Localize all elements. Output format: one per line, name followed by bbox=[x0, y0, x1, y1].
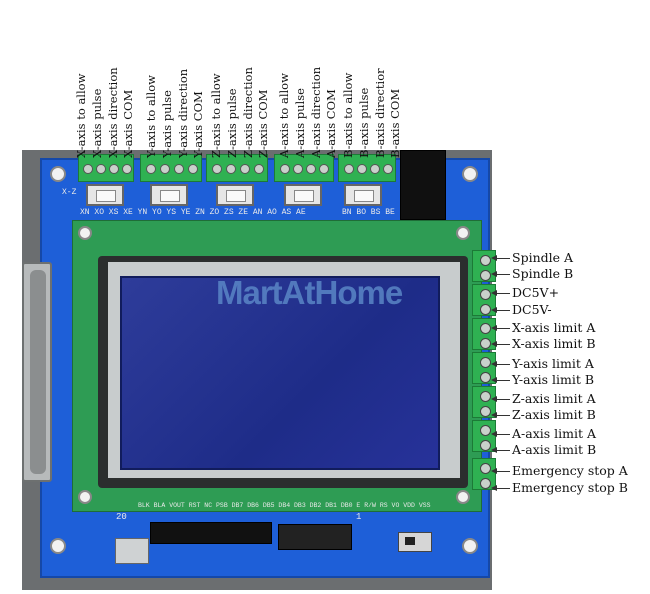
label-b-pulse: B-axis pulse bbox=[357, 87, 371, 158]
arrow-indicator bbox=[491, 396, 510, 402]
label-y-direction: Y-axis direction bbox=[176, 68, 190, 158]
axis-code-silkscreen: XN XO XS XE YN YO YS YE ZN ZO ZS ZE AN A… bbox=[80, 208, 306, 217]
dsub-pins bbox=[30, 270, 46, 474]
label-b-direction: B-axis directior bbox=[373, 68, 387, 158]
label-estop-b: Emergency stop B bbox=[512, 480, 628, 495]
label-x-com: X-axis COM bbox=[121, 89, 135, 158]
dip-switch-a bbox=[284, 184, 322, 206]
label-a-limit-a: A-axis limit A bbox=[512, 426, 597, 441]
label-x-pulse: X-axis pulse bbox=[90, 88, 104, 158]
label-x-enable: X-axis to allow bbox=[74, 73, 88, 158]
label-b-com: B-axis COM bbox=[388, 88, 402, 158]
label-z-limit-a: Z-axis limit A bbox=[512, 391, 596, 406]
label-y-limit-b: Y-axis limit B bbox=[512, 372, 595, 387]
arrow-indicator bbox=[491, 431, 510, 437]
label-y-pulse: Y-axis pulse bbox=[160, 90, 174, 158]
arrow-indicator bbox=[491, 341, 510, 347]
relay bbox=[400, 150, 446, 220]
label-a-enable: A-axis to allow bbox=[277, 73, 291, 158]
label-spindle-a: Spindle A bbox=[512, 250, 574, 265]
terminal-estop bbox=[472, 458, 496, 490]
mounting-hole bbox=[78, 490, 92, 504]
label-a-limit-b: A-axis limit B bbox=[512, 442, 597, 457]
label-a-pulse: A-axis pulse bbox=[293, 88, 307, 158]
dip-switch-y bbox=[150, 184, 188, 206]
terminal-x-limit bbox=[472, 318, 496, 350]
arrow-indicator bbox=[491, 468, 510, 474]
relay-marking bbox=[408, 156, 438, 210]
usb-port bbox=[115, 538, 149, 564]
label-estop-a: Emergency stop A bbox=[512, 463, 628, 478]
label-y-limit-a: Y-axis limit A bbox=[512, 356, 594, 371]
pin-20-label: 20 bbox=[116, 512, 127, 522]
label-x-direction: X-axis direction bbox=[106, 67, 120, 158]
label-z-enable: Z-axis to allow bbox=[209, 73, 223, 158]
lcd-ribbon-connector bbox=[150, 522, 272, 544]
label-z-limit-b: Z-axis limit B bbox=[512, 407, 596, 422]
label-dc5v-plus: DC5V+ bbox=[512, 285, 560, 300]
mounting-hole bbox=[462, 538, 478, 554]
arrow-indicator bbox=[491, 377, 510, 383]
label-y-com: Y-axis COM bbox=[191, 91, 205, 158]
terminal-block-x bbox=[78, 154, 134, 182]
x-marker-silkscreen: X-Z bbox=[62, 188, 77, 197]
label-dc5v-minus: DC5V- bbox=[512, 302, 552, 317]
arrow-indicator bbox=[491, 361, 510, 367]
label-z-direction: Z-axis direction bbox=[241, 67, 255, 158]
terminal-block-a bbox=[274, 154, 334, 182]
label-x-limit-a: X-axis limit A bbox=[512, 320, 596, 335]
label-a-direction: A-axis direction bbox=[309, 66, 323, 158]
mounting-hole bbox=[462, 166, 478, 182]
pin-1-label: 1 bbox=[356, 512, 362, 522]
mounting-hole bbox=[456, 490, 470, 504]
mounting-hole bbox=[456, 226, 470, 240]
label-a-com: A-axis COM bbox=[324, 89, 338, 158]
lcd-pin-silkscreen: BLK BLA VOUT RST NC PSB DB7 DB6 DB5 DB4 … bbox=[138, 502, 431, 509]
dip-switch-x bbox=[86, 184, 124, 206]
mounting-hole bbox=[50, 166, 66, 182]
arrow-indicator bbox=[491, 290, 510, 296]
arrow-indicator bbox=[491, 307, 510, 313]
b-code-silkscreen: BN BO BS BE bbox=[342, 208, 395, 217]
slide-switch bbox=[398, 532, 432, 552]
arrow-indicator bbox=[491, 412, 510, 418]
pin-header bbox=[278, 524, 352, 550]
arrow-indicator bbox=[491, 485, 510, 491]
terminal-block-b bbox=[338, 154, 396, 182]
mounting-hole bbox=[78, 226, 92, 240]
arrow-indicator bbox=[491, 271, 510, 277]
dip-switch-b bbox=[344, 184, 382, 206]
label-z-com: Z-axis COM bbox=[256, 89, 270, 158]
label-b-enable: B-axis to allow bbox=[341, 72, 355, 158]
arrow-indicator bbox=[491, 325, 510, 331]
terminal-block-y bbox=[140, 154, 202, 182]
label-x-limit-b: X-axis limit B bbox=[512, 336, 596, 351]
mounting-hole bbox=[50, 538, 66, 554]
arrow-indicator bbox=[491, 447, 510, 453]
label-spindle-b: Spindle B bbox=[512, 266, 574, 281]
arrow-indicator bbox=[491, 255, 510, 261]
watermark: MartAtHome bbox=[216, 274, 403, 311]
label-z-pulse: Z-axis pulse bbox=[225, 88, 239, 158]
terminal-block-z bbox=[206, 154, 268, 182]
label-y-enable: Y-axis to allow bbox=[144, 75, 158, 158]
lcd-screen bbox=[120, 276, 440, 470]
dip-switch-z bbox=[216, 184, 254, 206]
